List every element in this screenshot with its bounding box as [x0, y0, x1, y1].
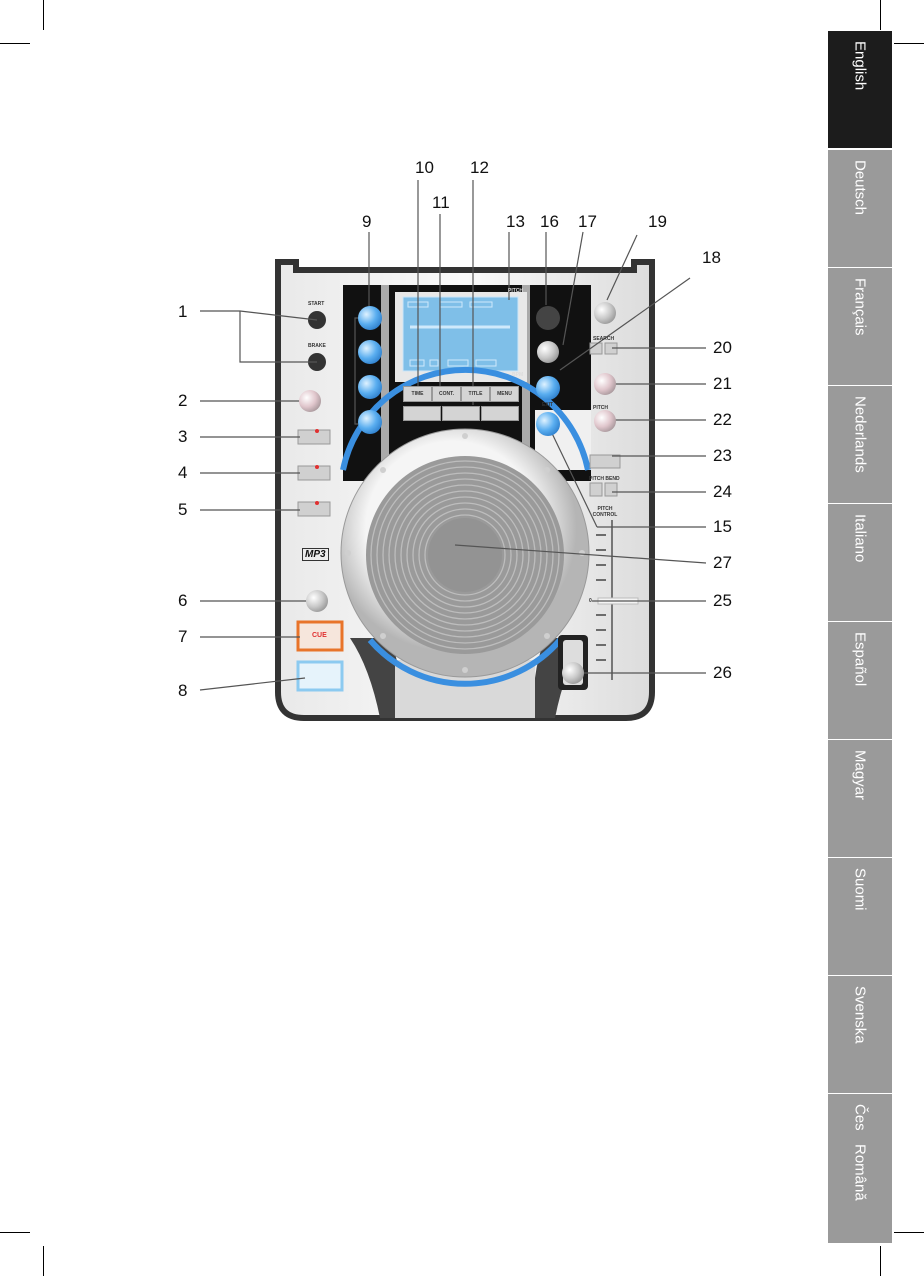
callout-5: 5 — [178, 500, 188, 519]
crop-mark — [0, 43, 30, 44]
menu-button[interactable]: MENU — [490, 386, 519, 402]
callout-18: 18 — [702, 248, 721, 267]
callout-27: 27 — [713, 553, 732, 572]
callout-4: 4 — [178, 463, 188, 482]
crop-mark — [880, 0, 881, 30]
crop-mark — [43, 0, 44, 30]
search-label: SEARCH — [593, 336, 615, 342]
function-button-1[interactable] — [403, 406, 441, 421]
callout-6: 6 — [178, 591, 188, 610]
callout-15: 15 — [713, 517, 732, 536]
pitch-zero-label: 0 — [589, 598, 592, 604]
pitch-display-label: PITCH — [508, 288, 523, 294]
callout-19: 19 — [648, 212, 667, 231]
pitch-label: PITCH — [593, 405, 608, 411]
crop-mark — [894, 43, 924, 44]
cue-4-button[interactable] — [358, 410, 382, 434]
callout-24: 24 — [713, 482, 732, 501]
function-button-2[interactable] — [442, 406, 480, 421]
callout-13: 13 — [506, 212, 525, 231]
crop-mark — [43, 1246, 44, 1276]
crop-mark — [0, 1232, 30, 1233]
tab-romana-body[interactable]: Română — [828, 1130, 892, 1243]
tab-nederlands[interactable]: Nederlands — [828, 386, 892, 503]
callout-7: 7 — [178, 627, 188, 646]
prog-button[interactable] — [594, 302, 616, 324]
tab-italiano[interactable]: Italiano — [828, 504, 892, 621]
pitch-control-label: PITCH CONTROL — [592, 506, 618, 518]
callout-17: 17 — [578, 212, 597, 231]
cue-label: CUE — [312, 632, 327, 639]
tab-espanol[interactable]: Español — [828, 622, 892, 739]
button-21[interactable] — [594, 373, 616, 395]
callout-25: 25 — [713, 591, 732, 610]
button-2[interactable] — [299, 390, 321, 412]
skip-button[interactable] — [306, 590, 328, 612]
crop-mark — [880, 1246, 881, 1276]
cue-3-button[interactable] — [358, 375, 382, 399]
back-button[interactable] — [537, 341, 559, 363]
tab-deutsch[interactable]: Deutsch — [828, 150, 892, 267]
cue-2-button[interactable] — [358, 340, 382, 364]
title-button[interactable]: TITLE — [461, 386, 490, 402]
tab-svenska[interactable]: Svenska — [828, 976, 892, 1093]
pitch-slider-knob[interactable] — [562, 662, 584, 684]
tab-magyar[interactable]: Magyar — [828, 740, 892, 857]
callout-22: 22 — [713, 410, 732, 429]
pitch-button[interactable] — [594, 410, 616, 432]
exit-button[interactable] — [536, 412, 560, 436]
crop-mark — [894, 1232, 924, 1233]
exit-label: EXIT — [542, 402, 554, 408]
callout-11: 11 — [432, 193, 450, 212]
pitch-bend-label: PITCH BEND — [589, 476, 620, 482]
bpm-label: BPM — [512, 372, 524, 378]
callout-12: 12 — [470, 158, 489, 177]
time-button[interactable]: TIME — [403, 386, 432, 402]
callout-10: 10 — [415, 158, 434, 177]
cue-1-button[interactable] — [358, 306, 382, 330]
callout-1: 1 — [178, 302, 188, 321]
next-button[interactable] — [536, 376, 560, 400]
cont-button[interactable]: CONT. — [432, 386, 461, 402]
mp3-logo: MP3 — [302, 548, 329, 561]
callout-8: 8 — [178, 681, 188, 700]
brake-label: BRAKE — [308, 343, 326, 349]
callout-16: 16 — [540, 212, 559, 231]
function-button-3[interactable] — [481, 406, 519, 421]
tab-francais[interactable]: Français — [828, 268, 892, 385]
start-label: START — [308, 301, 325, 307]
tab-english[interactable]: English — [828, 31, 892, 148]
callout-9: 9 — [362, 212, 372, 231]
tab-suomi[interactable]: Suomi — [828, 858, 892, 975]
callout-23: 23 — [713, 446, 732, 465]
callout-3: 3 — [178, 427, 188, 446]
callout-20: 20 — [713, 338, 732, 357]
callout-2: 2 — [178, 391, 188, 410]
callout-21: 21 — [713, 374, 732, 393]
callout-26: 26 — [713, 663, 732, 682]
